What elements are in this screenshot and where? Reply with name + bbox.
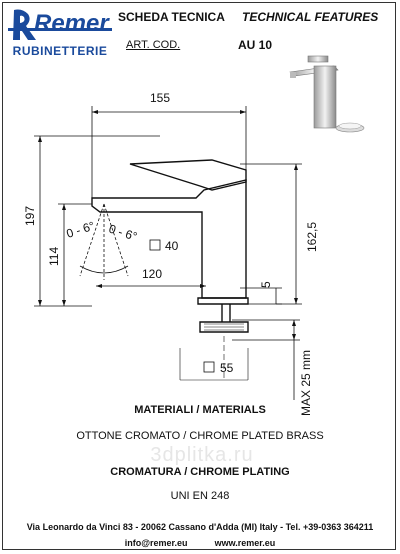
materials-heading: MATERIALI / MATERIALS [134, 404, 266, 416]
square-symbol-40 [149, 239, 161, 251]
art-code-value: AU 10 [238, 38, 273, 52]
dim-height-body: 162,5 [305, 222, 319, 252]
dim-reach: 120 [142, 267, 162, 281]
technical-drawing: 155 197 114 162,5 0 - 6° 0 - 6° 40 120 5… [23, 91, 319, 416]
materials-standard: UNI EN 248 [170, 490, 230, 502]
product-photo [289, 55, 365, 133]
dim-height-total: 197 [23, 206, 37, 226]
dim-base-thickness: 5 [259, 281, 273, 288]
footer-address: Via Leonardo da Vinci 83 - 20062 Cassano… [26, 522, 374, 532]
footer-email-link[interactable]: info@remer.eu [124, 538, 188, 548]
title-it: SCHEDA TECNICA [118, 10, 225, 24]
materials-plating: CROMATURA / CHROME PLATING [110, 466, 290, 478]
art-code-label: ART. COD. [126, 39, 181, 51]
sheet-border [2, 2, 396, 550]
dim-height-spout: 114 [47, 247, 61, 266]
square-symbol-55 [203, 361, 215, 373]
remer-logo-mark [8, 9, 112, 40]
watermark: 3dplitka.ru [150, 444, 254, 466]
footer-contacts: info@remer.eu www.remer.eu [0, 538, 400, 548]
dim-angle-left: 0 - 6° [65, 219, 97, 241]
brand-name: Remer [34, 10, 109, 37]
dim-max-thickness: MAX 25 mm [299, 350, 313, 416]
dim-angle-right: 0 - 6° [107, 222, 139, 244]
title-en: TECHNICAL FEATURES [242, 10, 379, 24]
footer-web-link[interactable]: www.remer.eu [214, 538, 276, 548]
dim-width-top: 155 [150, 91, 170, 105]
brand-subtitle: RUBINETTERIE [12, 44, 108, 58]
materials-material: OTTONE CROMATO / CHROME PLATED BRASS [76, 430, 324, 442]
dim-square-base: 55 [220, 361, 234, 375]
dim-square-body: 40 [165, 239, 179, 253]
brand-logo: RUBINETTERIE Remer [8, 6, 112, 86]
